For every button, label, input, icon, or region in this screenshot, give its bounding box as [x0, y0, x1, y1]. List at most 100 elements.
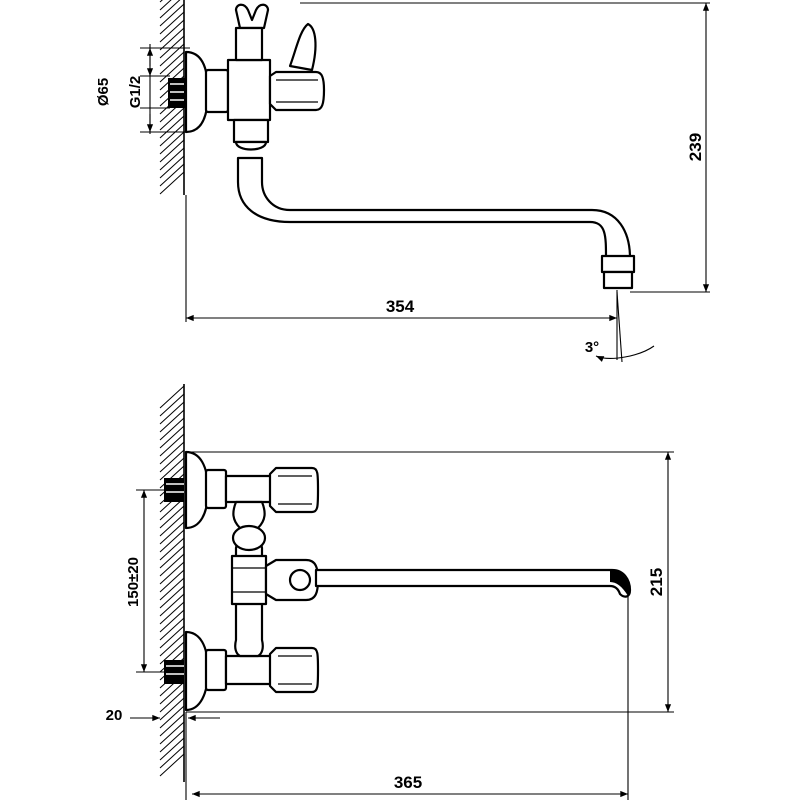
dim-offset-label: 20 — [106, 707, 123, 724]
wall-hatch-line — [159, 689, 185, 713]
wall-hatch-line — [159, 745, 185, 769]
wall-hatch-line — [159, 123, 185, 147]
wall-hatch-line — [159, 441, 185, 465]
wall-hatch-line — [159, 617, 185, 641]
wall-hatch-line — [159, 457, 185, 481]
flange-top — [184, 50, 210, 134]
wall-hatch-line — [159, 417, 185, 441]
aerator-top — [600, 254, 636, 274]
flange-lower — [184, 630, 210, 712]
dim-offset-front: 20 — [106, 707, 220, 800]
body-lower — [224, 654, 274, 686]
wall-hatch-line — [159, 19, 185, 43]
spout-front — [314, 568, 632, 598]
dim-diameter-label: Ø65 — [95, 78, 112, 106]
wall-hatch-line — [159, 697, 185, 721]
top-view: Ø65 G1/2 239 354 3° — [95, 0, 710, 363]
wall-hatch-line — [159, 35, 185, 59]
wall-hatch-line — [159, 553, 185, 577]
wall-hatch-line — [159, 115, 185, 139]
diverter-top — [232, 118, 270, 144]
wall-hatch-line — [159, 545, 185, 569]
dim-angle-label: 3° — [585, 339, 599, 356]
wall-hatch-line — [159, 0, 172, 11]
wall-hatch-line — [159, 139, 185, 163]
wall-hatch-line — [159, 425, 185, 449]
diverter-front — [230, 554, 268, 606]
wall-hatch-line — [159, 633, 185, 657]
lever-handle-top[interactable] — [288, 22, 317, 72]
nut-top — [204, 68, 230, 114]
wall-hatch-line — [159, 585, 185, 609]
wall-hatch-line — [159, 3, 185, 27]
wall-hatch-line — [159, 433, 185, 457]
dim-angle-top: 3° — [585, 291, 655, 363]
wall-hatch-line — [159, 131, 185, 155]
nut-upper — [204, 468, 228, 510]
dim-length-label: 354 — [386, 297, 415, 316]
valve-handle-top[interactable] — [268, 70, 326, 112]
dim-height-front-label: 215 — [647, 568, 666, 596]
wall-hatch-line — [159, 713, 185, 737]
wall-hatch-line — [159, 529, 185, 553]
shower-holder — [234, 3, 270, 62]
dim-spacing-label: 150±20 — [125, 557, 142, 607]
wall-hatch-line — [159, 729, 185, 753]
dim-height-top: 239 — [300, 2, 710, 293]
wall-hatch-line — [159, 27, 185, 51]
dim-height-label: 239 — [686, 133, 705, 161]
wall-hatch-line — [159, 705, 185, 729]
wall-hatch-line — [159, 505, 185, 529]
wall-hatch-line — [159, 537, 185, 561]
dim-length-front: 365 — [192, 596, 629, 800]
mixer-body-top — [226, 58, 272, 122]
wall-hatch-line — [159, 609, 185, 633]
wall-hatch-line — [159, 625, 185, 649]
dim-length-front-label: 365 — [394, 773, 422, 792]
dim-thread-top: G1/2 — [127, 68, 170, 109]
diverter-ring — [231, 524, 267, 552]
wall-hatch-line — [159, 513, 185, 537]
wall-hatch-line — [159, 0, 163, 3]
flange-upper — [184, 450, 210, 530]
wall-hatch-line — [159, 147, 185, 171]
wall-hatch-line — [159, 577, 185, 601]
wall-hatch-line — [159, 561, 185, 585]
valve-handle-upper[interactable] — [268, 466, 320, 514]
aerator-tip-top — [602, 270, 634, 290]
eccentric-connector-top — [168, 78, 186, 108]
wall-hatch-line — [159, 107, 185, 131]
wall-hatch-line — [159, 521, 185, 545]
dim-spacing-front: 150±20 — [125, 489, 184, 673]
wall-hatch-line — [159, 163, 185, 187]
wall-hatch-line — [159, 401, 185, 425]
wall-hatch-line — [159, 393, 185, 417]
wall-hatch-line — [159, 171, 185, 195]
wall-hatch-line — [159, 737, 185, 761]
wall-hatch-line — [159, 569, 185, 593]
wall-hatch-line — [159, 155, 185, 179]
wall-hatch-line — [159, 593, 185, 617]
dim-height-front: 215 — [186, 451, 674, 713]
front-view: 150±20 215 20 365 — [106, 384, 674, 800]
wall-front — [159, 384, 185, 782]
dim-diameter-top: Ø65 — [95, 44, 190, 134]
wall-hatch-line — [159, 0, 181, 19]
wall-hatch-line — [159, 59, 185, 83]
wall-hatch-line — [159, 51, 185, 75]
wall-hatch-line — [159, 385, 185, 409]
dim-thread-label: G1/2 — [127, 76, 144, 109]
dim-length-top: 354 — [185, 195, 618, 360]
wall-hatch-line — [159, 721, 185, 745]
wall-hatch-line — [159, 601, 185, 625]
wall-hatch-line — [159, 753, 185, 777]
wall-hatch-line — [159, 11, 185, 35]
wall-hatch-line — [159, 681, 185, 705]
nut-lower — [204, 648, 228, 692]
wall-hatch-line — [159, 409, 185, 433]
body-upper — [224, 474, 274, 504]
valve-handle-lower[interactable] — [268, 646, 320, 694]
spout-top — [236, 156, 632, 260]
wall-hatch-line — [159, 449, 185, 473]
